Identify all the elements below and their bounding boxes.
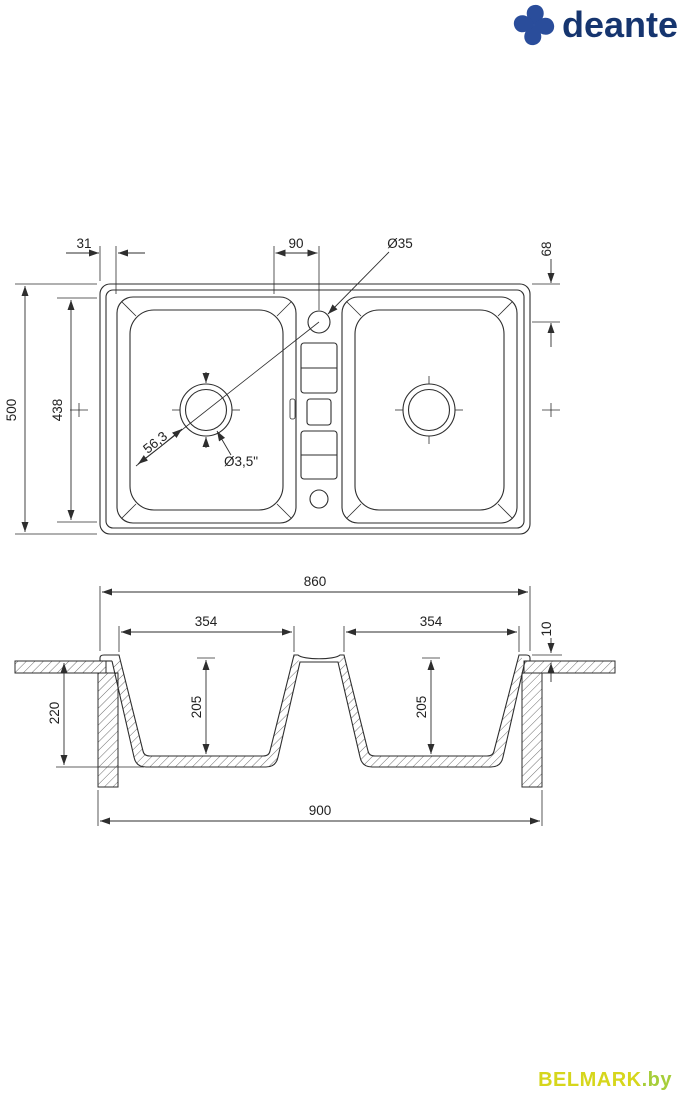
dim-drain-dia: Ø3,5" (224, 454, 258, 469)
dim-faucet-hole-dia: Ø35 (387, 236, 413, 251)
dim-center-span-group: 90 (273, 236, 320, 310)
dim-center-span: 90 (288, 236, 303, 251)
dim-faucet-hole-group: Ø35 (327, 236, 413, 315)
dim-inner-length-group: 438 (50, 297, 97, 523)
top-view: 56,3 Ø3,5" 31 (4, 236, 560, 535)
dim-faucet-offset-top: 68 (539, 241, 554, 256)
countertop (14, 660, 616, 788)
left-drain (172, 372, 240, 448)
dim-left-bowl-width-group: 354 (118, 614, 295, 652)
dim-rim-height-group: 10 (532, 621, 562, 682)
section-view: 860 354 354 10 (14, 574, 616, 826)
diagonal-dimension: 56,3 (135, 321, 320, 467)
dim-inner-length: 438 (50, 399, 65, 422)
dim-overall-depth: 500 (4, 399, 19, 422)
dim-cabinet-width: 900 (309, 803, 332, 818)
dim-right-bowl-depth-group: 205 (414, 657, 440, 754)
dim-right-bowl-width-group: 354 (343, 614, 520, 652)
watermark: BELMARK.by (538, 1069, 672, 1092)
dim-diagonal: 56,3 (140, 428, 170, 456)
dim-edge-offset: 31 (76, 236, 91, 251)
dim-total-depth: 220 (47, 702, 62, 725)
dim-overall-width: 860 (304, 574, 327, 589)
dim-left-bowl-depth: 205 (189, 696, 204, 719)
dim-right-bowl-depth: 205 (414, 696, 429, 719)
sink-section-material (112, 655, 525, 767)
watermark-tld: .by (641, 1069, 672, 1091)
dim-cabinet-width-group: 900 (97, 790, 543, 826)
sink-section-profile (99, 654, 531, 768)
dim-edge-offset-group: 31 (66, 236, 145, 294)
right-bowl (341, 296, 518, 524)
brand-logo: deante (513, 4, 678, 46)
centerline-marks (70, 403, 560, 417)
left-bowl (116, 296, 297, 524)
watermark-name: BELMARK (538, 1069, 642, 1091)
knob-hole (309, 489, 329, 509)
dim-right-bowl-width: 354 (420, 614, 443, 629)
deante-pinwheel-icon (513, 4, 555, 46)
dim-left-bowl-depth-group: 205 (189, 657, 215, 754)
dim-rim-height: 10 (539, 621, 554, 636)
sink-outline (99, 283, 531, 535)
brand-name: deante (561, 4, 678, 45)
dim-overall-depth-group: 500 (4, 283, 97, 535)
dim-left-bowl-width: 354 (195, 614, 218, 629)
faucet-hole (307, 310, 331, 334)
dim-faucet-offset-group: 68 (532, 241, 560, 347)
right-drain (395, 376, 463, 444)
dim-overall-width-group: 860 (99, 574, 531, 651)
center-drainer (289, 342, 338, 480)
drain-diameter-label: Ø3,5" (216, 430, 258, 469)
dim-total-depth-group: 220 (47, 663, 144, 768)
